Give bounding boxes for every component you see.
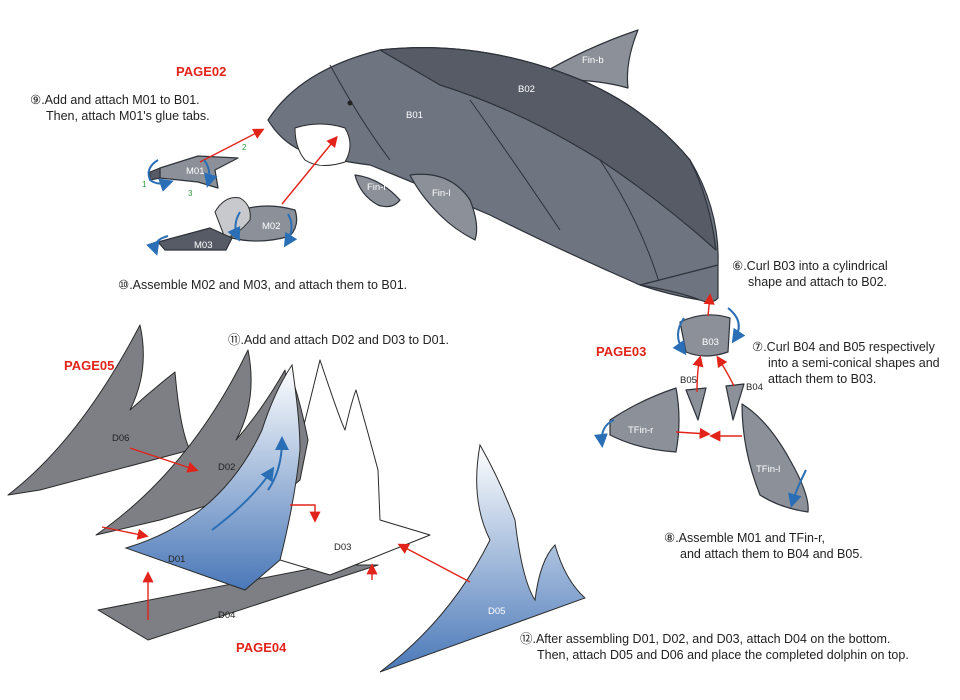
- curl-arrow-tfinr: [593, 419, 615, 448]
- page-label-page03: PAGE03: [596, 344, 646, 359]
- label-tfin-l: TFin-l: [756, 464, 780, 475]
- label-tfin-r: TFin-r: [628, 425, 653, 436]
- label-fin-r: Fin-r: [367, 182, 387, 193]
- curl-arrow-tfinl: [788, 469, 807, 508]
- page-label-page05: PAGE05: [64, 358, 114, 373]
- step-12-line-2: Then, attach D05 and D06 and place the c…: [537, 648, 909, 662]
- m03-piece: [157, 227, 233, 251]
- label-d05: D05: [488, 606, 505, 617]
- curl-arrow-b03-left: [672, 317, 687, 356]
- tab-number-1: 1: [142, 180, 147, 189]
- label-b02: B02: [518, 84, 535, 95]
- label-m01: M01: [186, 166, 204, 177]
- label-d01: D01: [168, 554, 185, 565]
- tab-number-3: 3: [188, 189, 193, 198]
- curl-arrow-m02-left: [227, 211, 241, 242]
- m01-tab: [149, 167, 161, 181]
- curl-arrow-m03: [146, 235, 169, 256]
- red-arrows: [101, 128, 742, 620]
- curl-arrow-m01-right: [203, 159, 218, 188]
- arrow-b04-to-b03: [716, 355, 735, 387]
- step-7-line-3: attach them to B03.: [768, 372, 876, 386]
- d06-piece: [7, 324, 191, 496]
- tfin-r-piece: [609, 387, 680, 453]
- body-seam-3: [599, 159, 661, 286]
- step-11: ⑪.Add and attach D02 and D03 to D01.: [228, 333, 449, 347]
- tail-stock: [639, 264, 719, 303]
- label-d03: D03: [334, 542, 351, 553]
- arrow-b05-to-b03: [692, 355, 704, 393]
- arrow-m01-to-b01: [199, 128, 265, 163]
- b03-cylinder: [679, 314, 731, 357]
- dolphin-body: [267, 29, 719, 303]
- b04-cone: [725, 383, 745, 421]
- step-9-line-1: ⑨.Add and attach M01 to B01.: [30, 93, 200, 107]
- blue-arrows: [146, 159, 807, 531]
- label-b01: B01: [406, 110, 423, 121]
- label-m03: M03: [194, 240, 212, 251]
- label-b05: B05: [680, 375, 697, 386]
- page-label-page04: PAGE04: [236, 640, 287, 655]
- body-seam-1: [329, 64, 391, 161]
- arrow-b03-to-b02: [703, 293, 715, 317]
- label-d04: D04: [218, 610, 235, 621]
- arrow-m02-to-b01: [281, 135, 338, 205]
- mouth-part-m02-m03: [157, 197, 298, 251]
- label-fin-b: Fin-b: [582, 55, 604, 66]
- arrow-d02-to-d01: [101, 526, 149, 540]
- label-b04: B04: [746, 382, 763, 393]
- curl-arrow-m01-left: [147, 159, 174, 192]
- step-8-line-1: ⑧.Assemble M01 and TFin-r,: [664, 531, 825, 545]
- label-fin-l: Fin-l: [432, 188, 450, 199]
- tail-part-b03: [679, 314, 731, 357]
- d01-piece: [124, 363, 301, 591]
- arrow-d06: [129, 447, 199, 473]
- body-b02: [379, 47, 717, 251]
- step-9-line-2: Then, attach M01's glue tabs.: [46, 109, 210, 123]
- b05-cone: [685, 387, 707, 421]
- step-7-line-1: ⑦.Curl B04 and B05 respectively: [752, 340, 936, 354]
- d05-piece: [379, 443, 586, 673]
- curl-arrow-d01: [211, 466, 275, 531]
- eye-dot: [347, 100, 353, 106]
- fin-r: [354, 174, 401, 208]
- label-m02: M02: [262, 221, 280, 232]
- step-6-line-1: ⑥.Curl B03 into a cylindrical: [732, 259, 888, 273]
- step-7-line-2: into a semi-conical shapes and: [768, 356, 940, 370]
- arrow-d03-to-d01: [290, 504, 321, 523]
- body-seam-2: [469, 99, 561, 231]
- curl-arrow-b03-right: [727, 307, 746, 344]
- label-b03: B03: [702, 337, 719, 348]
- label-d02: D02: [218, 462, 235, 473]
- label-d06: D06: [112, 433, 129, 444]
- tab-number-2: 2: [242, 143, 247, 152]
- curl-arrow-m02-right: [283, 213, 298, 248]
- tfin-l-piece: [741, 403, 809, 513]
- step-12-line-1: ⑫.After assembling D01, D02, and D03, at…: [520, 632, 890, 646]
- fin-l: [409, 173, 478, 241]
- curl-arrow-d01-up: [267, 436, 289, 491]
- mouth-opening: [294, 123, 351, 166]
- page-label-page02: PAGE02: [176, 64, 226, 79]
- step-8-line-2: and attach them to B04 and B05.: [680, 547, 863, 561]
- arrow-d05: [397, 543, 471, 583]
- step-6-line-2: shape and attach to B02.: [748, 275, 887, 289]
- step-10: ⑩.Assemble M02 and M03, and attach them …: [118, 278, 407, 292]
- arrow-tfinr-to-b05: [675, 427, 711, 440]
